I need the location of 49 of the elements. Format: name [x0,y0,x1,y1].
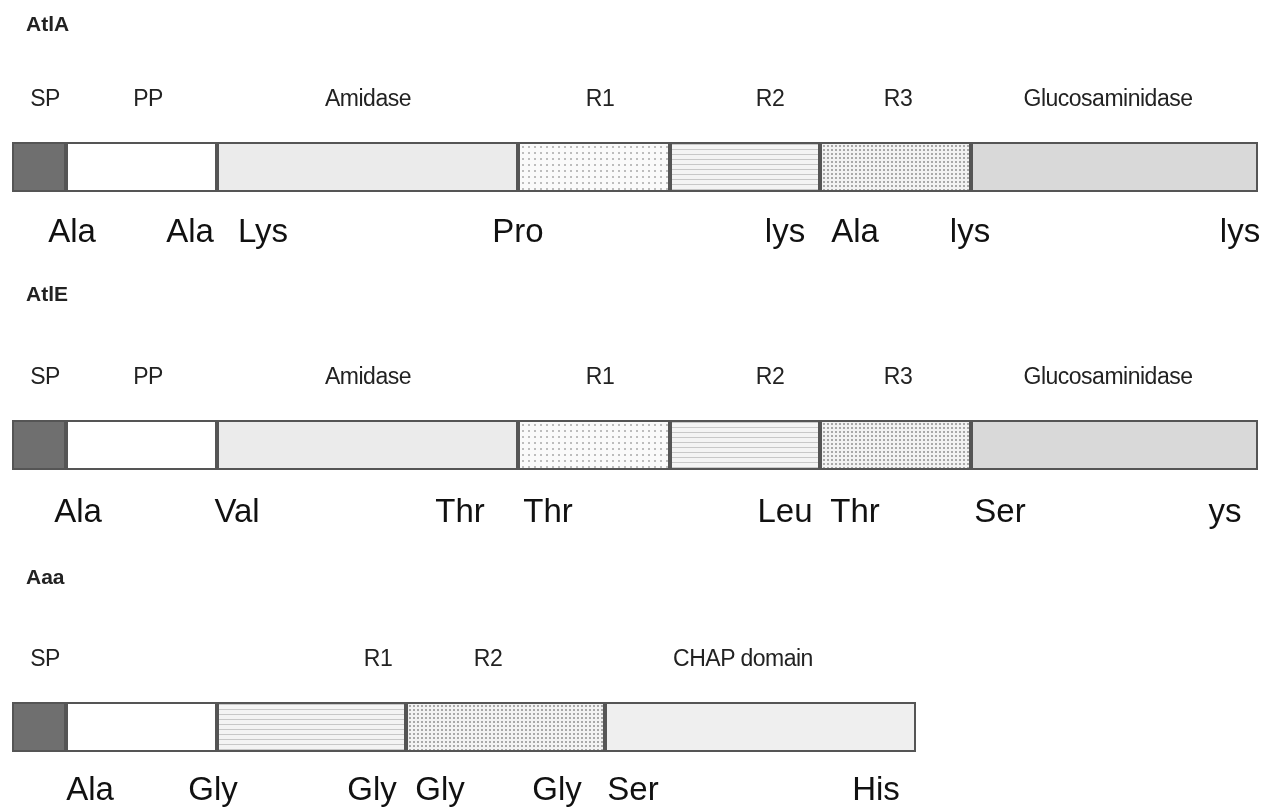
residue-label: Thr [435,492,485,530]
residue-label: lys [1219,212,1261,250]
residue-label: Ala [166,212,214,250]
domain-label: CHAP domain [673,645,813,672]
residue-label: Ala [66,770,114,808]
residue-label: lys [949,212,991,250]
domain-label: Amidase [325,363,411,390]
domain-label: R2 [755,85,785,112]
domain-label: Amidase [325,85,411,112]
domain-label: R3 [883,85,913,112]
residue-label: Ser [607,770,659,808]
domain-label: PP [133,363,163,390]
residue-label: ys [1208,492,1242,530]
domain-label: PP [133,85,163,112]
domain-segment [605,645,916,752]
domain-segment [971,363,1258,470]
domain-segment [217,363,518,470]
residue-label: Gly [188,770,238,808]
residue-label: Gly [347,770,397,808]
residue-label: Gly [532,770,582,808]
residue-label: Ala [831,212,879,250]
residue-label: Val [214,492,260,530]
domain-label: SP [30,363,60,390]
domain-label: R1 [363,645,393,672]
residue-label: Ala [54,492,102,530]
domain-label: R3 [883,363,913,390]
protein-name: AtlA [26,12,70,36]
domain-label: Glucosaminidase [1023,85,1193,112]
residue-label: Gly [415,770,465,808]
domain-segment [217,85,518,192]
protein-name: Aaa [26,565,65,589]
domain-label: R2 [755,363,785,390]
residue-label: lys [764,212,806,250]
residue-label: Thr [523,492,573,530]
domain-label: R2 [473,645,503,672]
residue-label: Leu [757,492,813,530]
domain-label: SP [30,85,60,112]
domain-label: Glucosaminidase [1023,363,1193,390]
residue-label: Lys [237,212,289,250]
residue-label: Ala [48,212,96,250]
residue-label: His [852,770,900,808]
domain-label: R1 [585,85,615,112]
domain-segment [971,85,1258,192]
protein-name: AtlE [26,282,68,306]
residue-label: Ser [974,492,1026,530]
residue-label: Thr [830,492,880,530]
residue-label: Pro [492,212,544,250]
domain-label: SP [30,645,60,672]
domain-label: R1 [585,363,615,390]
